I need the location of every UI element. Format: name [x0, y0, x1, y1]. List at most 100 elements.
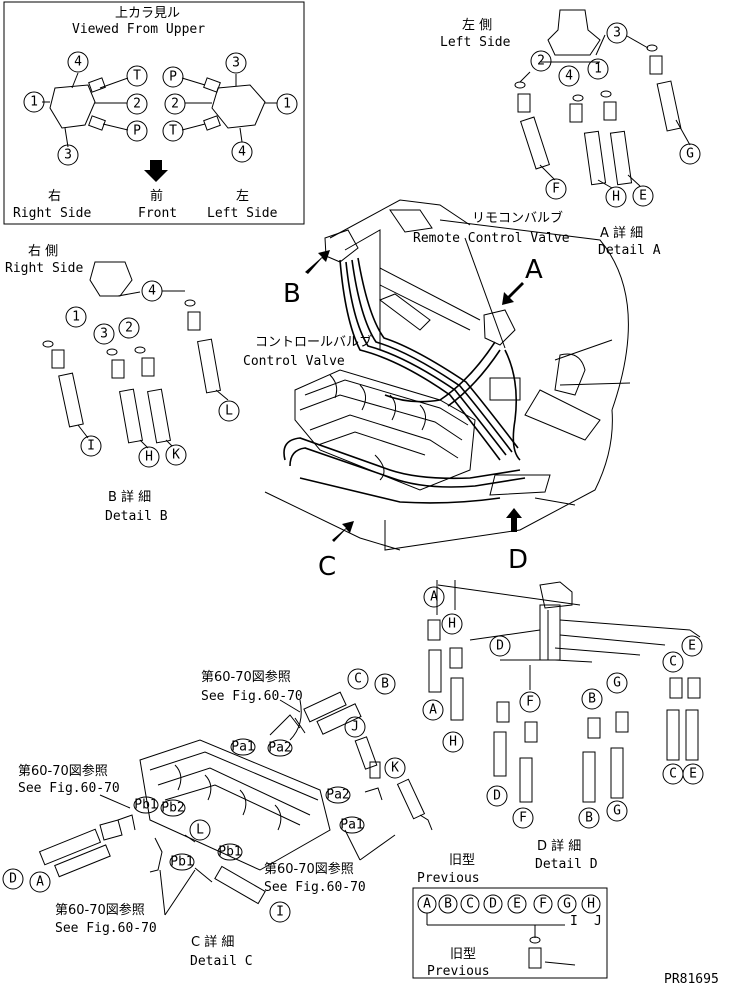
arrow-b-label: B: [283, 279, 301, 309]
upper-left-port-circles: 4 T 1 2 P 3: [23, 51, 148, 166]
upper-right-port-circles: 3 P 2 T 1 4: [162, 52, 298, 163]
previous-label-jp: 旧型: [449, 853, 475, 868]
detail-c-title-jp: C 詳 細: [191, 934, 234, 950]
hose-label: A: [430, 590, 438, 605]
hose-label: D: [496, 639, 504, 654]
port-bubble: Pb1: [218, 845, 241, 860]
previous-model-panel: 旧型 Previous A B C D E F G H I J 旧型 Previ…: [412, 853, 608, 979]
detail-d-fittings: [427, 619, 701, 803]
port-label: 2: [125, 321, 133, 336]
remote-control-valve-right: [483, 309, 516, 346]
detail-d-title-en: Detail D: [535, 857, 598, 872]
port-bubble: Pa1: [231, 740, 254, 755]
hose-label: F: [552, 182, 560, 197]
hose-label: F: [519, 811, 527, 826]
control-valve-detail-c: [139, 739, 331, 871]
detail-b-side-en: Right Side: [5, 261, 83, 276]
previous-letter: H: [587, 897, 595, 912]
hose-label: L: [196, 823, 204, 838]
previous-letter: F: [539, 897, 547, 912]
port-label: 3: [100, 327, 108, 342]
hose-label: C: [354, 672, 362, 687]
detail-c-ref-jp-3: 第60-70図参照: [264, 861, 354, 877]
junction-block-d: [539, 581, 573, 609]
hose-label: D: [493, 789, 501, 804]
previous-letter: D: [489, 897, 497, 912]
port-label: 1: [283, 97, 291, 112]
pilot-valve-a: [547, 9, 601, 56]
previous-label-en: Previous: [417, 871, 480, 886]
hose-label: K: [172, 448, 180, 463]
hose-label: H: [448, 617, 456, 632]
arrow-d-icon: [506, 508, 522, 532]
left-label-en: Left Side: [207, 206, 278, 221]
control-valve-block: [294, 369, 476, 491]
detail-c-ref-en-3: See Fig.60-70: [264, 880, 366, 895]
previous-letter: E: [513, 897, 521, 912]
right-label-jp: 右: [48, 189, 61, 204]
arrow-c-icon: [332, 521, 354, 542]
hose-label: H: [612, 190, 620, 205]
detail-c-ref-jp-2: 第60-70図参照: [18, 763, 108, 779]
control-valve-label-en: Control Valve: [243, 354, 345, 369]
hose-label: C: [669, 767, 677, 782]
previous-sub-letter: I: [570, 914, 578, 929]
arrow-b-icon: [305, 250, 330, 274]
hose-label: H: [449, 735, 457, 750]
port-label: 1: [30, 95, 38, 110]
previous-letter: A: [423, 897, 431, 912]
front-arrow-icon: [144, 160, 168, 182]
remote-valve-label-en: Remote Control Valve: [413, 231, 570, 246]
port-label: 3: [64, 148, 72, 163]
detail-c-ref-jp-4: 第60-70図参照: [55, 902, 145, 918]
hose-label: H: [145, 450, 153, 465]
hose-label: E: [689, 767, 697, 782]
hose-label: L: [225, 404, 233, 419]
port-label: 4: [238, 145, 246, 160]
detail-c-ref-en-2: See Fig.60-70: [18, 781, 120, 796]
hose-label: E: [688, 639, 696, 654]
detail-a-side-jp: 左 側: [462, 18, 492, 33]
hose-label: I: [276, 905, 284, 920]
hose-label: C: [669, 655, 677, 670]
hose-label: J: [351, 720, 359, 735]
port-label: 1: [72, 310, 80, 325]
port-label: P: [133, 124, 141, 139]
main-assembly-view: リモコンバルブ Remote Control Valve コントロールバルブ C…: [243, 199, 631, 582]
hose-label: I: [87, 439, 95, 454]
detail-c-fittings: [38, 691, 433, 905]
port-bubble: Pb1: [134, 798, 157, 813]
control-valve-label-jp: コントロールバルブ: [255, 334, 372, 350]
hose-label: G: [686, 147, 694, 162]
detail-a-title-en: Detail A: [598, 243, 661, 258]
previous-sub-letter: J: [594, 914, 602, 929]
port-label: 4: [74, 55, 82, 70]
port-bubble: Pa2: [268, 741, 291, 756]
left-side-valve-top-view: [181, 74, 277, 143]
detail-b-title-en: Detail B: [105, 509, 168, 524]
detail-c-title-en: Detail C: [190, 954, 253, 969]
pilot-valve-b: [89, 261, 133, 297]
port-label: 1: [594, 62, 602, 77]
part-code: PR81695: [664, 972, 719, 987]
hose-label: G: [613, 676, 621, 691]
port-bubble: Pb2: [161, 801, 184, 816]
port-label: 2: [537, 54, 545, 69]
upper-view-title-en: Viewed From Upper: [72, 22, 205, 37]
detail-b-side-jp: 右 側: [28, 244, 58, 259]
detail-b: 右 側 Right Side 4 1 3 2 L I H: [5, 244, 240, 524]
upper-view-panel: 上カラ見ル Viewed From Upper 4 T 1 2 P 3: [3, 1, 305, 225]
hose-label: A: [429, 703, 437, 718]
upper-view-title-jp: 上カラ見ル: [115, 6, 180, 21]
remote-control-valve-left: [324, 229, 359, 263]
arrow-c-label: C: [318, 552, 336, 582]
port-label: 4: [565, 69, 573, 84]
hose-label: K: [391, 761, 399, 776]
right-label-en: Right Side: [13, 206, 91, 221]
port-label: 2: [133, 97, 141, 112]
detail-c-ref-en-4: See Fig.60-70: [55, 921, 157, 936]
port-label: P: [169, 70, 177, 85]
port-label: 4: [148, 284, 156, 299]
detail-b-fittings: [42, 290, 229, 449]
detail-c-ref-en: See Fig.60-70: [201, 689, 303, 704]
